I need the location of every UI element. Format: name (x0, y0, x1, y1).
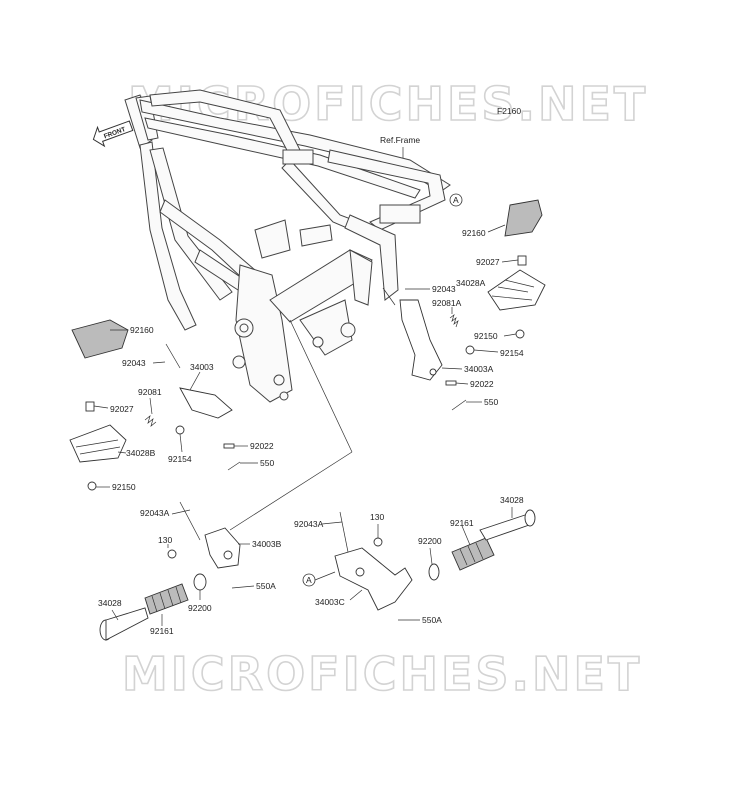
label-34003: 34003 (190, 362, 214, 372)
bottom-right-footrest-group: 92043A 130 34003C A 550A 92200 92161 340… (294, 495, 536, 625)
label-130-br: 130 (370, 512, 384, 522)
label-550A-br: 550A (422, 615, 442, 625)
label-92043A-br: 92043A (294, 519, 324, 529)
label-92081-left: 92081 (138, 387, 162, 397)
label-92043-left: 92043 (122, 358, 146, 368)
label-34028A: 34028A (456, 278, 486, 288)
label-92161-br: 92161 (450, 518, 474, 528)
label-550-left: 550 (260, 458, 274, 468)
label-130-bl: 130 (158, 535, 172, 545)
label-92022-left: 92022 (250, 441, 274, 451)
callout-a-bottom: A (306, 575, 312, 585)
left-footrest-group: 92160 92043 34003 92081 92027 34028B 921… (69, 319, 274, 492)
label-34028-bl: 34028 (98, 598, 122, 608)
label-92200-br: 92200 (418, 536, 442, 546)
front-arrow-icon: FRONT (92, 120, 134, 148)
label-92081A: 92081A (432, 298, 462, 308)
label-92022-right: 92022 (470, 379, 494, 389)
label-92161-bl: 92161 (150, 626, 174, 636)
watermark-bottom: MICROFICHES.NET (122, 647, 642, 701)
diagram-code: F2160 (497, 106, 521, 116)
motorcycle-frame (124, 89, 451, 403)
label-92027-right: 92027 (476, 257, 500, 267)
label-92200-bl: 92200 (188, 603, 212, 613)
label-550A-bl: 550A (256, 581, 276, 591)
label-92154-left: 92154 (168, 454, 192, 464)
ref-frame-label: Ref.Frame (380, 135, 420, 145)
label-92027-left: 92027 (110, 404, 134, 414)
label-92160-right: 92160 (462, 228, 486, 238)
label-92150-right: 92150 (474, 331, 498, 341)
label-92160-left: 92160 (130, 325, 154, 335)
label-34003C: 34003C (315, 597, 345, 607)
label-92154-right: 92154 (500, 348, 524, 358)
label-92043A-bl: 92043A (140, 508, 170, 518)
label-92150-left: 92150 (112, 482, 136, 492)
callout-a-top: A (453, 195, 459, 205)
label-34003A: 34003A (464, 364, 494, 374)
bottom-left-footrest-group: 92043A 130 34003B 550A 92200 92161 34028 (98, 501, 282, 641)
label-34028-br: 34028 (500, 495, 524, 505)
right-footrest-group: 92160 92027 34028A 92150 92154 92043 920… (382, 199, 546, 411)
label-34003B: 34003B (252, 539, 282, 549)
label-34028B: 34028B (126, 448, 156, 458)
label-92043-right: 92043 (432, 284, 456, 294)
label-550-right: 550 (484, 397, 498, 407)
